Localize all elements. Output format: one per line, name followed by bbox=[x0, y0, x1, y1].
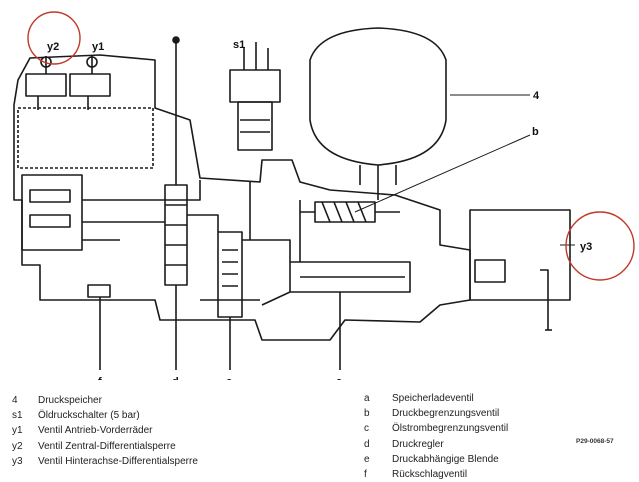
pressure-switch-s1 bbox=[229, 69, 281, 103]
solenoid-y3 bbox=[469, 209, 571, 301]
highlight-circle-y3 bbox=[565, 211, 635, 281]
callout-a: a bbox=[336, 376, 343, 380]
callout-c: c bbox=[226, 376, 232, 380]
pressure-accumulator bbox=[309, 27, 447, 166]
callout-y3: y3 bbox=[580, 241, 592, 253]
highlight-circles bbox=[27, 11, 635, 281]
callout-f: f bbox=[98, 376, 102, 380]
solenoid-y1 bbox=[69, 73, 111, 97]
housing-outline bbox=[13, 54, 471, 341]
left-valve-block bbox=[21, 174, 83, 251]
highlight-circle-y2 bbox=[27, 11, 81, 65]
hydraulic-unit-diagram: y2 y1 s1 4 b y3 f d c a bbox=[13, 11, 635, 380]
callout-y2: y2 bbox=[47, 41, 59, 53]
callout-b: b bbox=[532, 126, 539, 138]
accumulator-charge-valve-a bbox=[289, 261, 411, 293]
callout-y1: y1 bbox=[92, 41, 104, 53]
solenoid-y2 bbox=[25, 73, 67, 97]
drawing-code: P29-0068-57 bbox=[576, 438, 614, 445]
callout-4: 4 bbox=[533, 90, 540, 102]
callout-s1: s1 bbox=[233, 39, 245, 51]
callout-d: d bbox=[172, 376, 179, 380]
